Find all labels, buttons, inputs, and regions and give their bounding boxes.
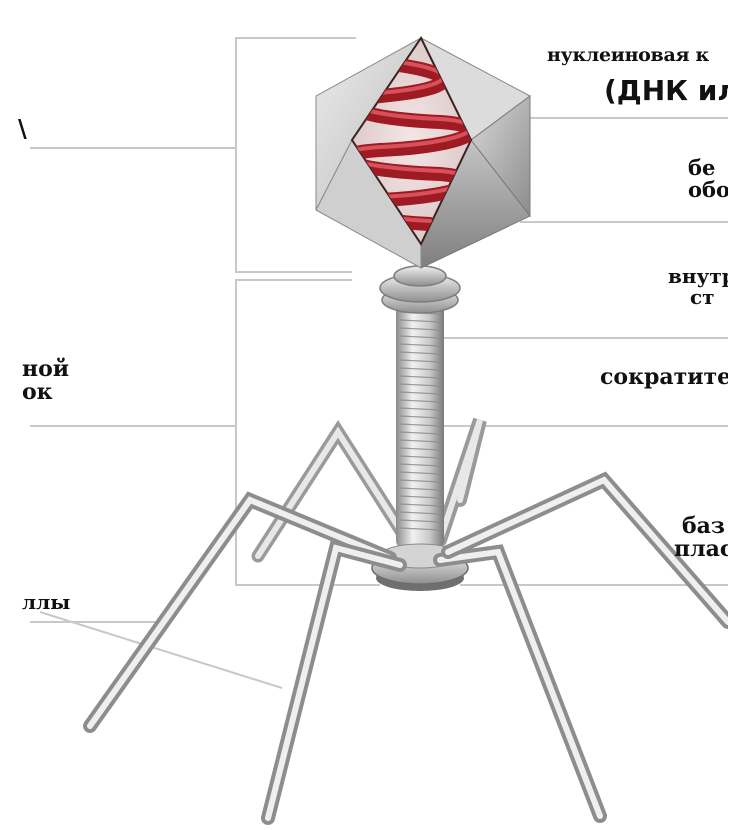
label-base-plate: баз плас	[682, 515, 733, 561]
label-inner-rod-line2: ст	[668, 287, 736, 308]
image-right-edge	[728, 0, 741, 830]
label-inner-rod: внутр ст	[668, 266, 736, 308]
label-protein-coat: бе обо	[688, 157, 730, 201]
label-inner-rod-line1: внутр	[668, 266, 736, 287]
label-left-bottom: ллы	[22, 592, 70, 613]
label-base-plate-line1: баз	[682, 515, 733, 538]
label-left-top: \	[18, 116, 27, 141]
label-contractile-sheath: сократите	[600, 366, 731, 389]
label-nucleic-acid-line2: (ДНК ил	[604, 76, 738, 105]
label-protein-coat-line1: бе	[688, 157, 730, 179]
tail-fibers-back	[258, 420, 480, 556]
label-protein-coat-line2: обо	[688, 179, 730, 201]
capsid-head	[316, 38, 530, 268]
label-left-middle-line1: ной	[22, 358, 69, 381]
label-base-plate-line2: плас	[674, 538, 733, 561]
tail-sheath	[396, 300, 444, 550]
collar	[380, 266, 460, 313]
label-left-middle: ной ок	[22, 358, 69, 404]
label-left-middle-line2: ок	[22, 381, 69, 404]
label-nucleic-acid-line1: нуклеиновая к	[547, 46, 709, 66]
